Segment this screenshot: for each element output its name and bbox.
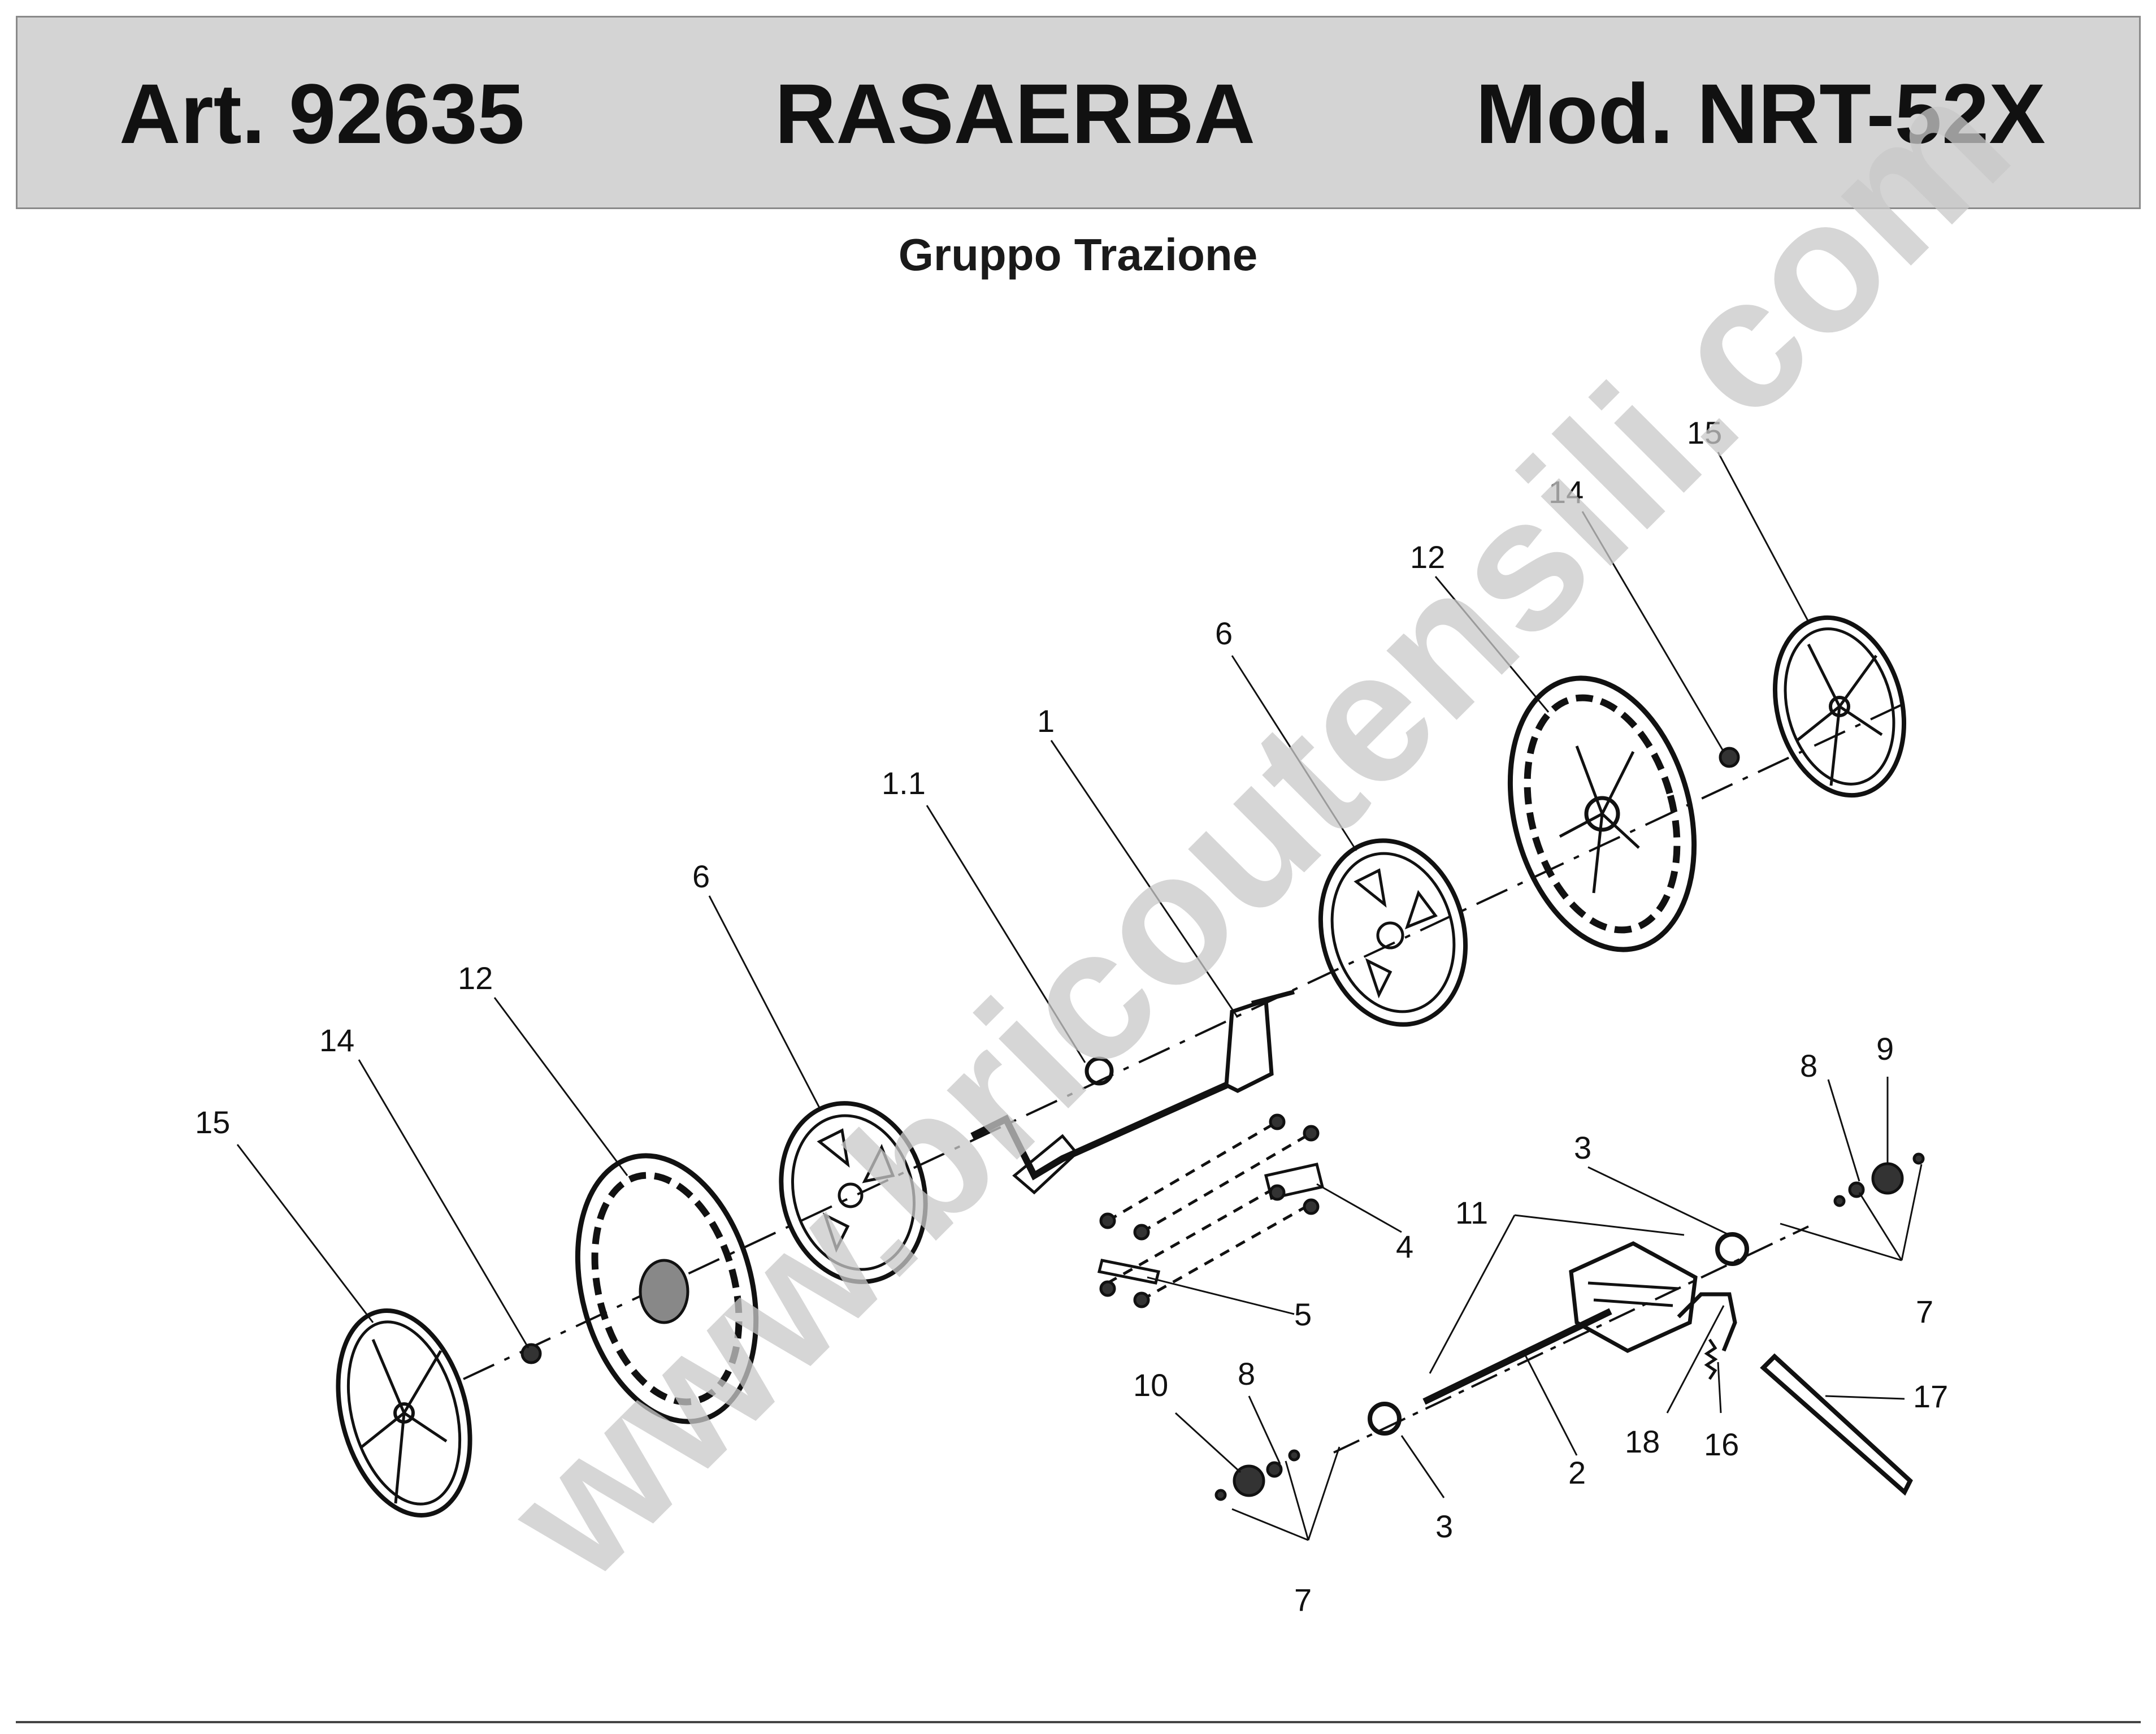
callout-16: 16 bbox=[1704, 1427, 1739, 1462]
callout-8-right: 8 bbox=[1800, 1048, 1817, 1083]
callout-5: 5 bbox=[1294, 1297, 1312, 1332]
drive-plate-right bbox=[1318, 838, 1468, 1027]
pinion-left bbox=[1233, 1464, 1265, 1497]
callout-10: 10 bbox=[1133, 1367, 1168, 1403]
product-title: RASAERBA bbox=[775, 66, 1256, 161]
footer-divider bbox=[16, 1721, 2141, 1723]
model-number: Mod. NRT-52X bbox=[1476, 66, 2046, 161]
callout-12-right: 12 bbox=[1410, 539, 1445, 575]
callout-1: 1 bbox=[1037, 703, 1055, 739]
article-number: Art. 92635 bbox=[119, 66, 525, 161]
hubcap-left bbox=[336, 1308, 472, 1518]
callout-1-1: 1.1 bbox=[882, 765, 926, 801]
drive-belt bbox=[1760, 1353, 1913, 1496]
callout-7-right: 7 bbox=[1916, 1294, 1933, 1329]
callout-12-left: 12 bbox=[458, 960, 493, 996]
drive-plate-left bbox=[779, 1101, 928, 1284]
callout-6-left: 6 bbox=[692, 859, 710, 894]
callout-4: 4 bbox=[1396, 1229, 1413, 1264]
washer-left bbox=[1266, 1461, 1283, 1478]
spring bbox=[1704, 1338, 1718, 1380]
hub-nut-right bbox=[1719, 747, 1740, 768]
callout-14-left: 14 bbox=[319, 1022, 354, 1058]
section-title: Gruppo Trazione bbox=[898, 229, 1258, 280]
callout-7-left: 7 bbox=[1294, 1582, 1312, 1618]
wheel-right bbox=[1507, 675, 1697, 952]
mounting-bracket-group bbox=[1097, 1113, 1325, 1308]
wheel-axis-line bbox=[463, 700, 1911, 1380]
pinion-right bbox=[1871, 1162, 1904, 1195]
callout-9: 9 bbox=[1876, 1031, 1894, 1067]
wheel-left bbox=[575, 1153, 759, 1424]
callout-18: 18 bbox=[1625, 1424, 1660, 1459]
rear-axle-assembly bbox=[970, 990, 1295, 1195]
callout-6-right: 6 bbox=[1215, 615, 1233, 651]
callout-3-bottom: 3 bbox=[1435, 1508, 1453, 1544]
hubcap-right bbox=[1772, 615, 1907, 798]
callout-15-left: 15 bbox=[195, 1104, 230, 1140]
callout-14-right: 14 bbox=[1548, 474, 1584, 510]
callout-15-right: 15 bbox=[1687, 415, 1722, 450]
header-bar: Art. 92635 RASAERBA Mod. NRT-52X bbox=[16, 16, 2141, 209]
gearbox-assembly bbox=[1333, 1225, 1809, 1454]
callout-8-left: 8 bbox=[1238, 1356, 1255, 1391]
callout-17: 17 bbox=[1913, 1378, 1948, 1414]
callout-2: 2 bbox=[1568, 1455, 1586, 1490]
hub-nut-left bbox=[520, 1343, 542, 1364]
callout-11: 11 bbox=[1455, 1195, 1488, 1230]
leader-lines bbox=[236, 452, 1923, 1541]
callout-3-top: 3 bbox=[1574, 1130, 1591, 1165]
